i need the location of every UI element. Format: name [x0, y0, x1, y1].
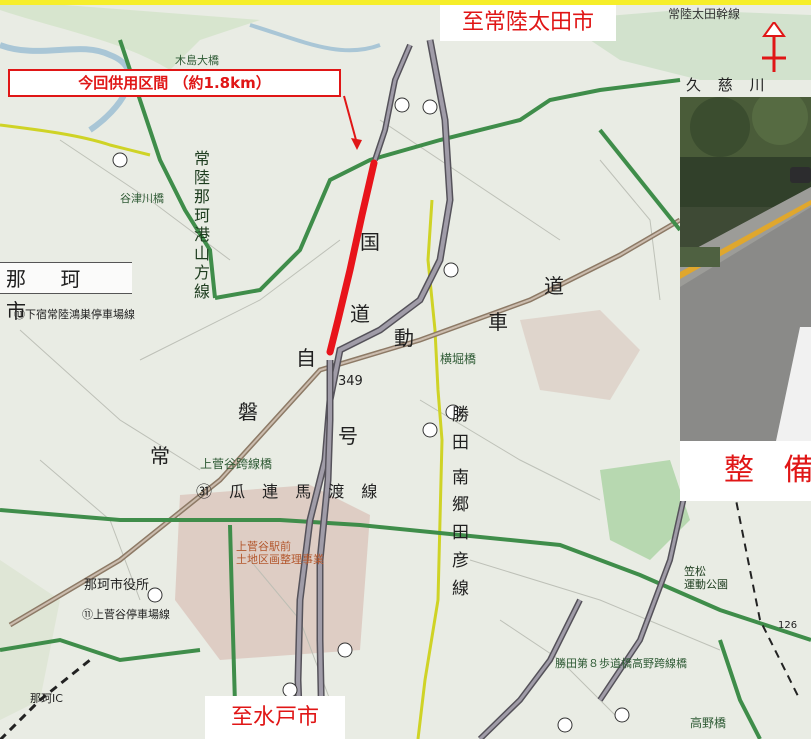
kokudo-char-2: 道: [350, 302, 370, 326]
city-label: 那 珂 市: [0, 262, 132, 323]
bridge-yokobori-label: 横堀橋: [440, 352, 477, 366]
elevation-label: 126: [778, 620, 798, 631]
expressway-char-1: 常: [150, 444, 170, 468]
road-photo: [680, 97, 811, 441]
destination-north-label: 至常陸太田市: [440, 5, 616, 41]
ic-label: 那珂IC: [30, 692, 63, 705]
destination-south-label: 至水戸市: [205, 696, 345, 739]
city-hall-label: 那珂市役所: [84, 578, 150, 593]
expressway-char-5: 車: [488, 310, 508, 334]
section-callout-label: 今回供用区間 （約1.8km）: [8, 69, 341, 97]
river-label: 久 慈 川: [686, 76, 771, 94]
bridge-taguzu-label: 谷津川橋: [120, 192, 164, 205]
road-label-shimojuku: ⑪下宿常陸鴻巣停車場線: [14, 308, 135, 321]
katsuta-char-5: 田: [452, 523, 469, 543]
kokudo-char-1: 国: [360, 230, 380, 254]
expressway-char-4: 動: [394, 326, 414, 350]
park-label: 笠松 運動公園: [684, 565, 728, 591]
bridge-kamisugaya-label: 上菅谷跨線橋: [200, 457, 273, 471]
bridge-kishima-label: 木島大橋: [175, 54, 219, 67]
pedestrian-bridge-label: 勝田第８歩道橋高野跨線橋: [555, 657, 687, 670]
photo-caption: 整 備: [680, 441, 811, 501]
katsuta-char-7: 線: [452, 579, 469, 599]
north-arrow-icon: [762, 22, 786, 72]
road-photo-image: [680, 97, 811, 441]
bridge-takano-label: 高野橋: [690, 716, 727, 730]
land-readjustment-label: 上菅谷駅前 土地区画整理事業: [236, 540, 324, 566]
katsuta-char-4: 郷: [452, 495, 469, 515]
route-number-label: 349: [338, 374, 363, 389]
top-yellow-bar: [0, 0, 811, 5]
expressway-char-2: 磐: [238, 400, 258, 424]
road-label-uryuu: ㉛ 瓜 連 馬 渡 線: [196, 482, 384, 501]
expressway-char-3: 自: [296, 346, 316, 370]
katsuta-char-2: 田: [452, 433, 469, 453]
road-label-kamisugaya: ⑪上菅谷停車場線: [82, 608, 170, 621]
road-label-ota-trunk: 常陸太田幹線: [668, 7, 741, 21]
katsuta-char-6: 彦: [452, 551, 469, 571]
road-label-hitachinaka-yamakata: 常陸那珂港山方線: [191, 150, 210, 302]
katsuta-char-3: 南: [452, 468, 469, 488]
expressway-char-6: 道: [544, 274, 564, 298]
kokudo-char-3: 号: [338, 424, 358, 448]
katsuta-char-1: 勝: [452, 405, 469, 425]
